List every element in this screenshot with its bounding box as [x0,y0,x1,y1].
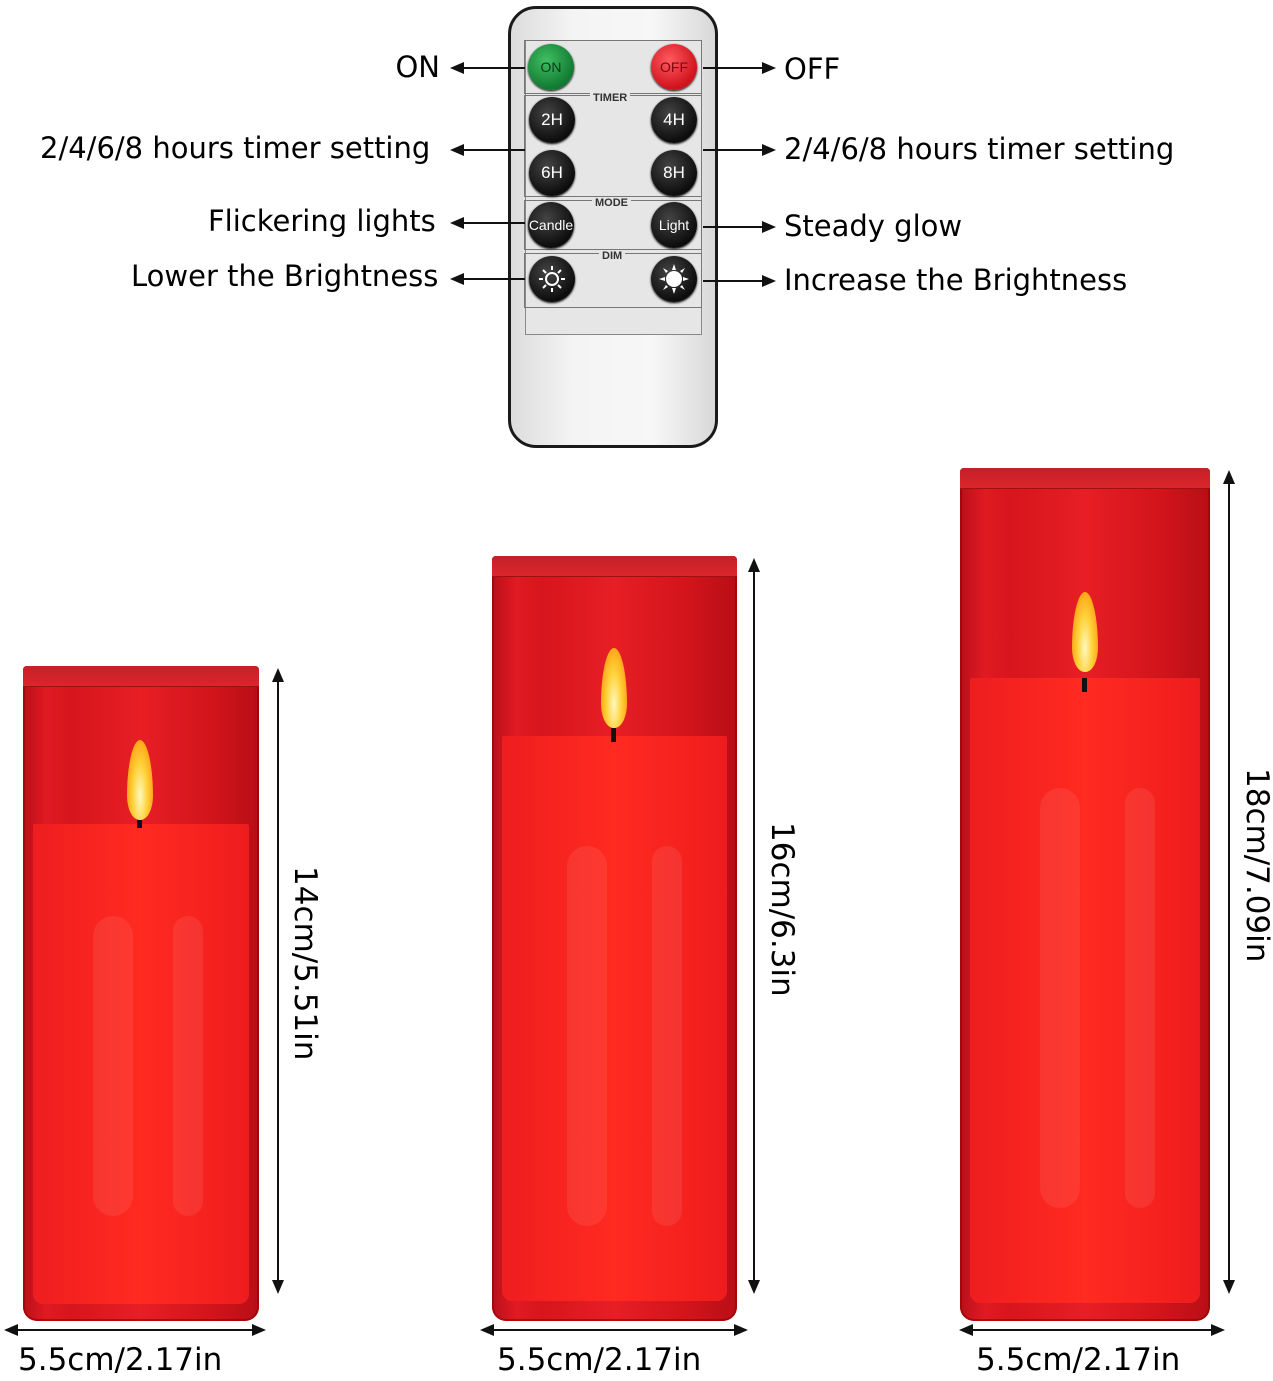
wax-pillar [970,678,1200,1303]
width-arrow-right-3 [1211,1324,1225,1336]
off-label: OFF [784,52,841,86]
glass-reflection [1125,788,1155,1208]
on-arrow-head [450,62,464,74]
width-arrow-line-2 [488,1329,738,1331]
mode-group-label: MODE [592,198,631,209]
increase-brightness-label: Increase the Brightness [784,263,1128,297]
height-arrow-top-1 [272,668,284,682]
on-button[interactable]: ON [528,44,574,90]
width-arrow-left-2 [480,1324,494,1336]
glass-reflection [567,846,607,1226]
candle-2-width-label: 5.5cm/2.17in [497,1342,702,1378]
flame-icon [1072,592,1098,672]
sun-outline-icon [539,266,565,292]
timer-6h-button[interactable]: 6H [529,150,575,196]
sun-filled-icon [659,264,689,294]
width-arrow-line-1 [12,1329,256,1331]
candle-3-height-label: 18cm/7.09in [1239,768,1273,963]
wax-pillar [33,824,249,1304]
steady-label: Steady glow [784,209,963,243]
candle-small [23,666,259,1321]
off-button[interactable]: OFF [651,44,697,90]
increase-arrow-line [703,280,768,282]
flicker-arrow-head [450,217,464,229]
wax-pillar [502,736,727,1301]
glass-reflection [652,846,682,1226]
width-arrow-line-3 [967,1329,1217,1331]
height-arrow-line-2 [753,566,755,1284]
on-label: ON [395,50,440,84]
height-arrow-bottom-1 [272,1280,284,1294]
wick [611,728,616,742]
width-arrow-left-3 [959,1324,973,1336]
flame-icon [127,740,153,820]
candle-medium [492,556,737,1321]
dim-up-button[interactable] [651,256,697,302]
height-arrow-top-3 [1223,470,1235,484]
candle-3-width-label: 5.5cm/2.17in [976,1342,1181,1378]
lower-brightness-label: Lower the Brightness [131,259,439,293]
increase-arrow-head [762,275,776,287]
steady-arrow-head [762,221,776,233]
glass-rim [960,468,1210,489]
on-arrow-line [455,67,525,69]
width-arrow-right-2 [734,1324,748,1336]
width-arrow-left-1 [4,1324,18,1336]
height-arrow-line-1 [277,676,279,1284]
glass-reflection [93,916,133,1216]
candle-2-height-label: 16cm/6.3in [764,822,800,997]
glass-reflection [1040,788,1080,1208]
wick [137,814,142,828]
height-arrow-line-3 [1228,478,1230,1284]
timer-left-arrow-line [455,149,525,151]
glass-rim [492,556,737,577]
timer-left-label: 2/4/6/8 hours timer setting [40,131,431,165]
light-mode-button[interactable]: Light [651,202,697,248]
width-arrow-right-1 [252,1324,266,1336]
timer-right-label: 2/4/6/8 hours timer setting [784,132,1175,166]
candle-mode-button[interactable]: Candle [528,202,574,248]
timer-group-label: TIMER [590,93,631,104]
dim-group-label: DIM [599,251,626,262]
timer-4h-button[interactable]: 4H [651,97,697,143]
flame-icon [601,648,627,728]
timer-2h-button[interactable]: 2H [529,97,575,143]
flicker-arrow-line [455,222,525,224]
lower-arrow-head [450,273,464,285]
candle-large [960,468,1210,1321]
glass-reflection [173,916,203,1216]
timer-8h-button[interactable]: 8H [651,150,697,196]
lower-arrow-line [455,278,525,280]
wick [1082,678,1087,692]
off-arrow-line [703,67,768,69]
height-arrow-bottom-3 [1223,1280,1235,1294]
steady-arrow-line [703,226,768,228]
off-arrow-head [762,62,776,74]
timer-left-arrow-head [450,144,464,156]
timer-right-arrow-head [762,144,776,156]
timer-right-arrow-line [703,149,768,151]
candle-1-height-label: 14cm/5.51in [287,866,323,1061]
height-arrow-top-2 [748,558,760,572]
candle-1-width-label: 5.5cm/2.17in [18,1342,223,1378]
glass-rim [23,666,259,687]
dim-down-button[interactable] [529,256,575,302]
height-arrow-bottom-2 [748,1280,760,1294]
flicker-label: Flickering lights [208,204,436,238]
